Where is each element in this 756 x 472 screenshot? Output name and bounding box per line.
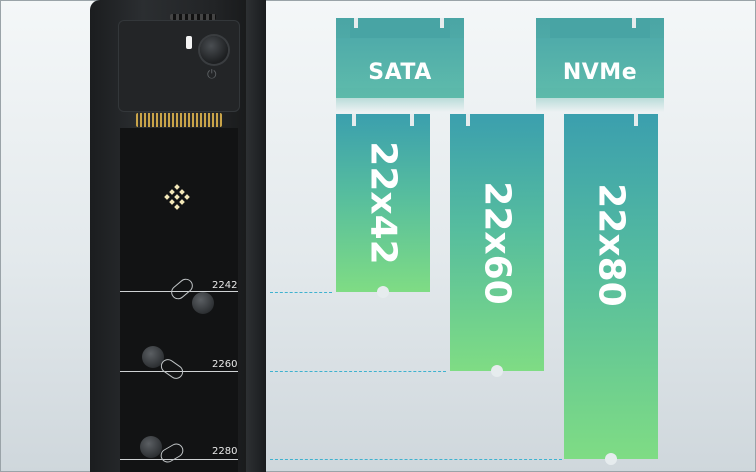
leader-line-2242 [270, 292, 332, 293]
leader-line-2260 [270, 371, 446, 372]
power-icon: ⏻ [207, 67, 217, 81]
stick-screw-hole [491, 365, 503, 377]
stick-screw-hole [377, 286, 389, 298]
stick-screw-hole [605, 453, 617, 465]
enclosure-grip [170, 14, 216, 20]
ssd-stick-22x42: 22x42 [336, 114, 430, 298]
stick-label-22x60: 22x60 [476, 180, 518, 305]
nvme-label: NVMe [562, 60, 638, 85]
mounting-screw[interactable] [142, 346, 164, 368]
stick-notch [634, 114, 638, 126]
ssd-stick-22x80: 22x80 [564, 114, 658, 465]
power-button[interactable] [200, 36, 228, 64]
ssd-stick-22x60: 22x60 [450, 114, 544, 377]
sata-label: SATA [368, 60, 432, 85]
stick-notch [352, 114, 356, 126]
scale-line-2260 [120, 371, 238, 372]
stick-notch [466, 114, 470, 126]
brand-logo-icon [164, 184, 190, 210]
mounting-screw[interactable] [140, 436, 162, 458]
scale-label-2280: 2280 [212, 446, 238, 457]
stick-notch [410, 114, 414, 126]
stick-label-22x42: 22x42 [362, 141, 404, 265]
scale-label-2260: 2260 [212, 359, 238, 370]
scale-line-2280 [120, 459, 238, 460]
enclosure-side-rail [246, 0, 266, 472]
led-indicator [186, 36, 192, 49]
mounting-screw[interactable] [192, 292, 214, 314]
scale-label-2242: 2242 [212, 280, 238, 291]
ssd-bay [120, 128, 238, 472]
stick-label-22x80: 22x80 [590, 183, 632, 307]
m2-connector [136, 113, 222, 127]
scale-line-2242 [120, 291, 238, 292]
leader-line-2280 [270, 459, 562, 460]
nvme-label-tab: NVMe [536, 18, 664, 112]
enclosure-top-cap [118, 20, 240, 112]
sata-label-tab: SATA [336, 18, 464, 112]
